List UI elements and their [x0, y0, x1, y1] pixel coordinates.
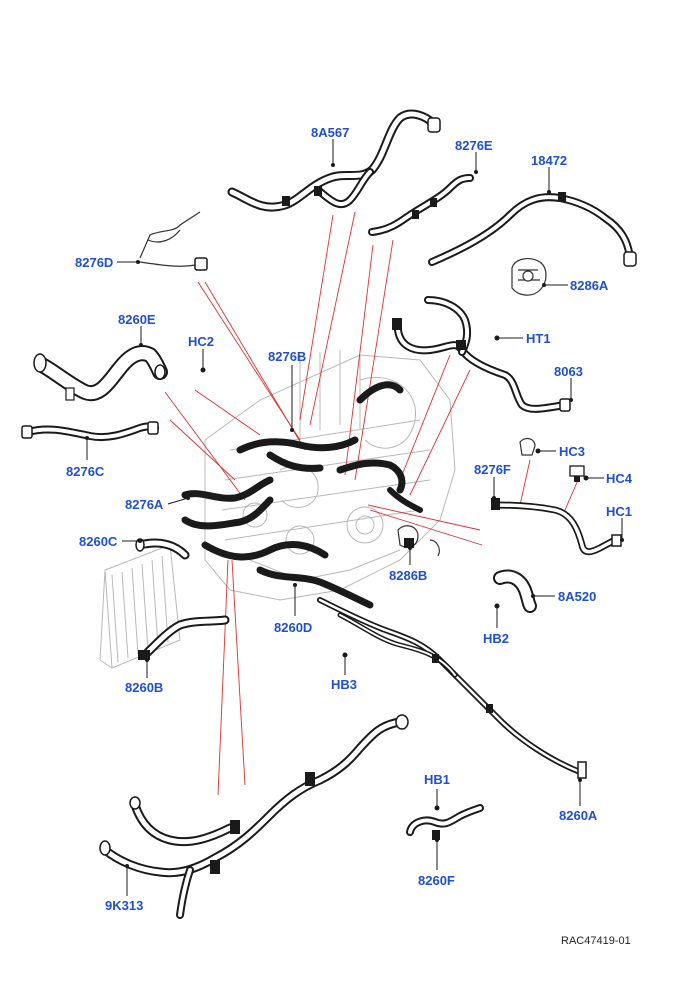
- hose-8276C: [21, 421, 159, 441]
- clip-HC4: [569, 465, 585, 482]
- radiator-outline: [99, 544, 181, 669]
- hose-8063: [392, 296, 571, 413]
- label-9K313[interactable]: 9K313: [105, 898, 143, 913]
- hose-8260B: [138, 615, 230, 660]
- callout-leaders: [85, 139, 624, 896]
- label-8286A[interactable]: 8286A: [570, 278, 609, 293]
- housing-8286B: [397, 525, 440, 557]
- label-HB2[interactable]: HB2: [483, 631, 509, 646]
- label-HB3[interactable]: HB3: [331, 677, 357, 692]
- pipe-8276D: [139, 211, 208, 271]
- label-8276F[interactable]: 8276F: [474, 462, 511, 477]
- hose-8260A: [317, 597, 587, 779]
- label-8260C[interactable]: 8260C: [79, 534, 118, 549]
- label-8286B[interactable]: 8286B: [389, 568, 427, 583]
- label-8260E[interactable]: 8260E: [118, 312, 156, 327]
- label-8276D[interactable]: 8276D: [75, 255, 113, 270]
- hose-8260F: [406, 804, 484, 840]
- label-8276E[interactable]: 8276E: [455, 138, 493, 153]
- label-8260B[interactable]: 8260B: [125, 680, 163, 695]
- engine-block-outline: [204, 350, 456, 601]
- label-18472[interactable]: 18472: [531, 153, 567, 168]
- hose-9K313: [99, 714, 409, 919]
- label-8276A[interactable]: 8276A: [125, 497, 164, 512]
- reference-code: RAC47419-01: [561, 935, 631, 947]
- label-8260F[interactable]: 8260F: [418, 873, 455, 888]
- label-HC1[interactable]: HC1: [606, 504, 632, 519]
- hose-8276F: [491, 498, 622, 556]
- clip-HC3: [519, 437, 536, 456]
- label-8063[interactable]: 8063: [554, 364, 583, 379]
- label-8A567[interactable]: 8A567: [311, 125, 349, 140]
- label-8276B[interactable]: 8276B: [268, 349, 306, 364]
- hose-8260E: [33, 345, 168, 402]
- hose-8A520: [493, 569, 537, 613]
- label-8276C[interactable]: 8276C: [66, 464, 105, 479]
- label-HT1[interactable]: HT1: [526, 331, 551, 346]
- callout-labels: 8A567 8276E 18472 8276D 8286A 8260E HC2 …: [66, 125, 633, 913]
- hose-8A567: [227, 109, 441, 212]
- label-8260D[interactable]: 8260D: [274, 620, 312, 635]
- label-8A520[interactable]: 8A520: [558, 589, 596, 604]
- hose-8260C: [135, 538, 190, 560]
- red-leader-lines: [164, 211, 579, 796]
- label-HC4[interactable]: HC4: [606, 471, 633, 486]
- label-HB1[interactable]: HB1: [424, 772, 450, 787]
- pipe-18472: [428, 192, 637, 267]
- housing-8286A: [511, 258, 547, 296]
- label-8260A[interactable]: 8260A: [559, 808, 598, 823]
- engine-hoses: [181, 381, 423, 609]
- label-HC2[interactable]: HC2: [188, 334, 214, 349]
- hose-8276E: [368, 174, 474, 236]
- label-HC3[interactable]: HC3: [559, 444, 585, 459]
